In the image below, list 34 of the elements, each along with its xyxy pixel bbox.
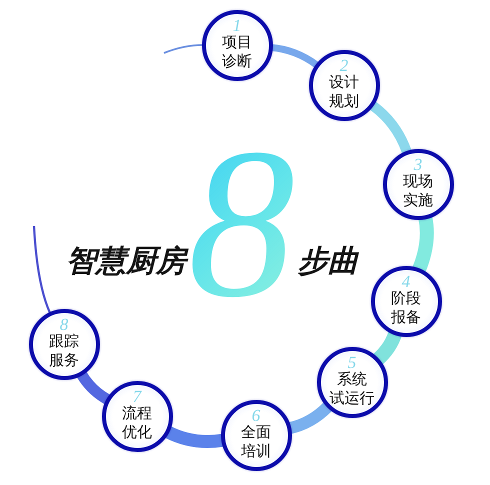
- arc-connector: [76, 370, 110, 404]
- arc-connector: [368, 100, 412, 154]
- step-label: 现场实施: [403, 172, 433, 210]
- step-circle: [28, 308, 100, 380]
- arc-connector: [372, 330, 402, 365]
- step-circle: [308, 50, 380, 120]
- step-circle: [316, 346, 388, 418]
- step-number: 3: [414, 158, 422, 172]
- heading-text: 步曲: [298, 245, 358, 278]
- step-circle: [202, 10, 272, 80]
- step-label: 项目诊断: [222, 33, 252, 71]
- step-circle: [382, 148, 454, 220]
- step-circle: [220, 400, 292, 470]
- step-number: 8: [60, 318, 68, 332]
- arc-connector: [164, 44, 204, 54]
- step-label: 全面培训: [241, 423, 271, 461]
- step-label: 系统试运行: [330, 370, 374, 408]
- step-number: 5: [348, 356, 356, 370]
- step-circle: [102, 380, 172, 452]
- arc-connector: [32, 226, 52, 314]
- arc-connector: [270, 44, 319, 68]
- arc-connector: [412, 216, 434, 272]
- step-number: 7: [132, 390, 142, 404]
- step-label: 跟踪服务: [49, 332, 79, 370]
- step-number: 2: [340, 59, 348, 73]
- step-number: 4: [402, 275, 410, 289]
- step-label: 阶段报备: [391, 289, 421, 327]
- step-number: 1: [232, 19, 242, 33]
- arc-connector: [164, 426, 224, 448]
- step-circle: [370, 266, 442, 336]
- step-number: 6: [252, 409, 260, 423]
- step-label: 流程优化: [122, 404, 152, 442]
- arc-connector: [288, 402, 332, 434]
- step-label: 设计规划: [329, 73, 359, 111]
